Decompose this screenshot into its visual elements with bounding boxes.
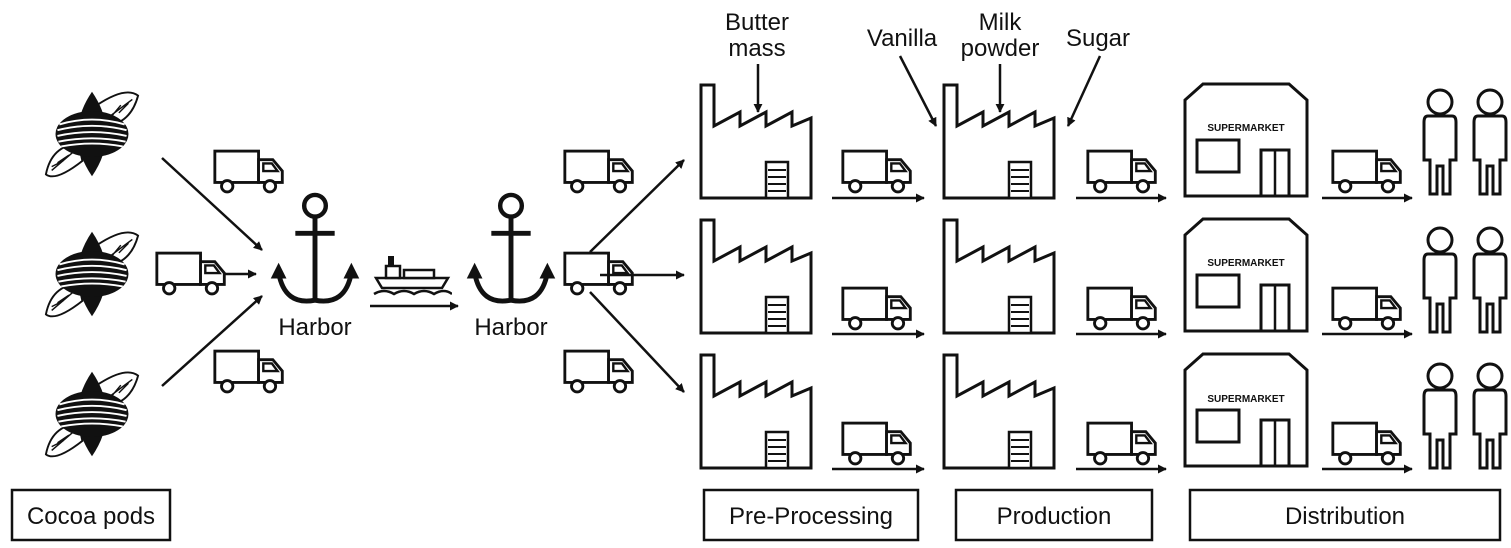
production-factory-icon — [942, 218, 1056, 335]
pre-processing-factory-icon — [699, 218, 813, 335]
anchor-icon — [467, 195, 556, 301]
ingredient-butter-line2: mass — [728, 35, 785, 62]
arrow-pod1-harbor — [161, 157, 263, 251]
truck-icon — [1331, 149, 1402, 194]
truck-icon — [213, 349, 284, 394]
truck-icon — [841, 149, 912, 194]
supermarket-sign: SUPERMARKET — [1207, 394, 1284, 405]
truck-icon — [563, 349, 634, 394]
pre-processing-factory-icon — [699, 353, 813, 470]
supermarket-icon — [1183, 82, 1309, 198]
ship-icon — [372, 254, 452, 296]
truck-icon — [841, 421, 912, 466]
consumer-icon — [1472, 226, 1508, 334]
cocoa-pods-label: Cocoa pods — [27, 503, 155, 530]
stage-label-distribution: Distribution — [1188, 488, 1502, 542]
harbor-label-2: Harbor — [474, 314, 547, 341]
truck-icon — [155, 251, 226, 296]
consumer-icon — [1472, 362, 1508, 470]
supermarket-icon — [1183, 352, 1309, 468]
ingredient-milk-line1: Milk — [979, 9, 1023, 36]
truck-icon — [563, 149, 634, 194]
cocoa-pod-icon-2 — [44, 230, 140, 318]
ingredient-vanilla: Vanilla — [867, 25, 938, 52]
truck-icon — [841, 286, 912, 331]
cocoa-pod-icon-3 — [44, 370, 140, 458]
stage-label-cocoa-pods: Cocoa pods — [10, 488, 172, 542]
truck-icon — [1086, 421, 1157, 466]
cocoa-pod-icon-1 — [44, 90, 140, 178]
production-factory-icon — [942, 353, 1056, 470]
consumer-icon — [1422, 362, 1458, 470]
supermarket-sign: SUPERMARKET — [1207, 123, 1284, 134]
consumer-icon — [1422, 88, 1458, 196]
arrow-pod3-harbor — [161, 295, 263, 387]
harbor-label-1: Harbor — [278, 314, 351, 341]
pre-processing-factory-icon — [699, 83, 813, 200]
arrow-harbor-factory-3 — [589, 291, 685, 393]
consumer-icon — [1422, 226, 1458, 334]
production-label: Production — [997, 503, 1112, 530]
pre-processing-label: Pre-Processing — [729, 503, 893, 530]
truck-icon — [1086, 286, 1157, 331]
truck-icon — [213, 149, 284, 194]
consumer-icon — [1472, 88, 1508, 196]
ingredient-butter-line1: Butter — [725, 9, 789, 36]
arrow-vanilla — [898, 55, 938, 127]
ingredient-sugar: Sugar — [1066, 25, 1130, 52]
truck-icon — [563, 251, 634, 296]
truck-icon — [1331, 286, 1402, 331]
ingredient-milk-line2: powder — [961, 35, 1040, 62]
stage-label-pre-processing: Pre-Processing — [702, 488, 920, 542]
arrow-sugar — [1066, 55, 1102, 127]
anchor-icon — [271, 195, 360, 301]
distribution-label: Distribution — [1285, 503, 1405, 530]
stage-label-production: Production — [954, 488, 1154, 542]
supermarket-icon — [1183, 217, 1309, 333]
truck-icon — [1086, 149, 1157, 194]
truck-icon — [1331, 421, 1402, 466]
arrow-harbor-factory-1 — [589, 159, 685, 253]
supermarket-sign: SUPERMARKET — [1207, 258, 1284, 269]
